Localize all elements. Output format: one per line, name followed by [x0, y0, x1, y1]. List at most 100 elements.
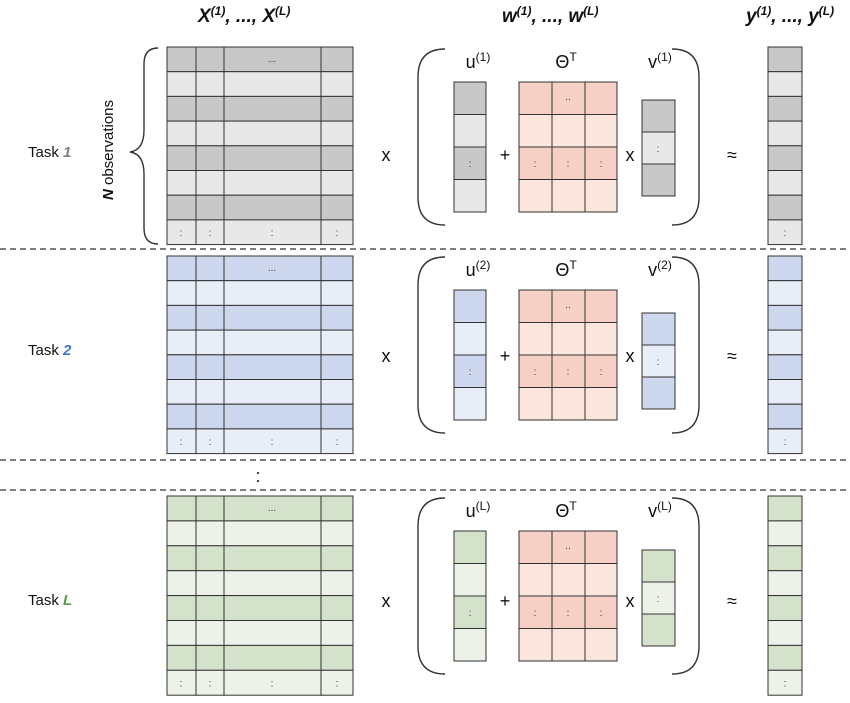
x-matrix-cell — [223, 570, 322, 597]
v-vector-cell — [641, 376, 676, 410]
theta-matrix-cell — [518, 563, 553, 597]
y-vector-cell — [767, 219, 803, 246]
x-matrix-vdots: : — [336, 678, 339, 689]
x-matrix-cell — [166, 280, 197, 306]
x-matrix-cell — [320, 120, 354, 147]
theta-matrix-dots: .. — [565, 92, 571, 103]
theta-matrix-cell — [518, 530, 553, 564]
y-vector-cell — [767, 595, 803, 621]
x-matrix-cell — [223, 403, 322, 430]
x-matrix-cell — [320, 219, 354, 246]
x-matrix-cell — [320, 46, 354, 73]
x-matrix-cell — [195, 304, 225, 331]
x-matrix-cell — [195, 379, 225, 405]
x-matrix-cell — [223, 71, 322, 97]
theta-matrix-cell — [584, 114, 618, 148]
x-matrix-cell — [166, 255, 197, 282]
v-vector-vdots: : — [657, 594, 660, 605]
x-matrix-cell — [320, 595, 354, 621]
x-matrix-cell — [223, 520, 322, 547]
theta-matrix-cell — [584, 628, 618, 662]
left-parenthesis — [417, 256, 446, 434]
u-vector-label: u(L) — [466, 499, 491, 521]
x-matrix-cell — [223, 194, 322, 221]
x-matrix-cell — [195, 620, 225, 646]
v-vector-cell — [641, 99, 676, 133]
x-matrix-vdots: : — [271, 437, 274, 448]
y-vector-cell — [767, 170, 803, 196]
theta-label: ΘT — [555, 499, 577, 521]
x-matrix-vdots: : — [271, 228, 274, 239]
x-matrix-cell — [195, 329, 225, 356]
theta-label: ΘT — [555, 258, 577, 280]
x-matrix-cell — [320, 520, 354, 547]
y-vector-cell — [767, 428, 803, 455]
x-matrix-cell — [223, 95, 322, 122]
theta-matrix-cell — [584, 563, 618, 597]
x-matrix-cell — [195, 545, 225, 572]
task-label-number: 2 — [62, 342, 72, 359]
theta-matrix-cell — [584, 146, 618, 180]
u-vector-vdots: : — [469, 608, 472, 619]
x-matrix-cell — [166, 644, 197, 671]
x-matrix-cell — [223, 428, 322, 455]
task-label-word: Task — [28, 592, 63, 609]
y-vector-cell — [767, 255, 803, 282]
theta-matrix-vdots: : — [567, 608, 570, 619]
x-matrix-cell — [166, 669, 197, 696]
approx-operator: ≈ — [727, 346, 737, 366]
x-matrix-cell — [320, 304, 354, 331]
u-vector-vdots: : — [469, 367, 472, 378]
y-vector-vdots: : — [784, 678, 787, 689]
x-matrix-cell — [223, 145, 322, 172]
u-vector-cell — [453, 563, 487, 597]
header-y: y(1), ..., y(L) — [745, 4, 834, 27]
x-matrix-cell — [166, 71, 197, 97]
plus-operator: + — [500, 591, 511, 611]
x-matrix-vdots: : — [209, 437, 212, 448]
theta-matrix-cell — [584, 387, 618, 421]
theta-matrix-cell — [518, 322, 553, 356]
v-vector-label: v(1) — [648, 50, 672, 72]
theta-matrix-cell — [551, 387, 586, 421]
theta-matrix-cell — [518, 146, 553, 180]
approx-operator: ≈ — [727, 145, 737, 165]
x-matrix-cell — [166, 194, 197, 221]
left-parenthesis — [417, 48, 446, 226]
u-vector-cell — [453, 354, 487, 388]
theta-matrix-vdots: : — [534, 367, 537, 378]
header-x: X(1), ..., X(L) — [197, 4, 290, 27]
x-matrix-vdots: : — [209, 228, 212, 239]
theta-label: ΘT — [555, 50, 577, 72]
theta-matrix-cell — [518, 628, 553, 662]
y-vector-cell — [767, 354, 803, 380]
x-matrix-cell — [223, 46, 322, 73]
task-group-L: Task L...::::xu(L):+ΘT..:::xv(L):≈: — [28, 495, 803, 696]
task-label: Task L — [28, 592, 72, 609]
y-vector-cell — [767, 71, 803, 97]
between-tasks-ellipsis: : — [255, 466, 260, 486]
x-matrix-cell — [195, 145, 225, 172]
theta-matrix-cell — [518, 114, 553, 148]
x-matrix-cell — [195, 595, 225, 621]
theta-matrix-cell — [584, 354, 618, 388]
y-vector-cell — [767, 620, 803, 646]
theta-matrix-cell — [584, 530, 618, 564]
u-vector-vdots: : — [469, 159, 472, 170]
x-matrix-cell — [166, 219, 197, 246]
y-vector-cell — [767, 570, 803, 597]
theta-matrix-cell — [551, 322, 586, 356]
x-matrix-cell — [166, 145, 197, 172]
x-matrix-cell — [166, 304, 197, 331]
x-matrix-cell — [223, 595, 322, 621]
x-matrix-cell — [223, 669, 322, 696]
x-matrix-cell — [223, 379, 322, 405]
v-vector-cell — [641, 163, 676, 197]
x-matrix-cell — [166, 354, 197, 380]
theta-matrix-vdots: : — [600, 608, 603, 619]
x-matrix-cell — [320, 495, 354, 522]
theta-matrix-cell — [584, 81, 618, 115]
x-matrix-cell — [166, 545, 197, 572]
x-matrix-cell — [195, 520, 225, 547]
